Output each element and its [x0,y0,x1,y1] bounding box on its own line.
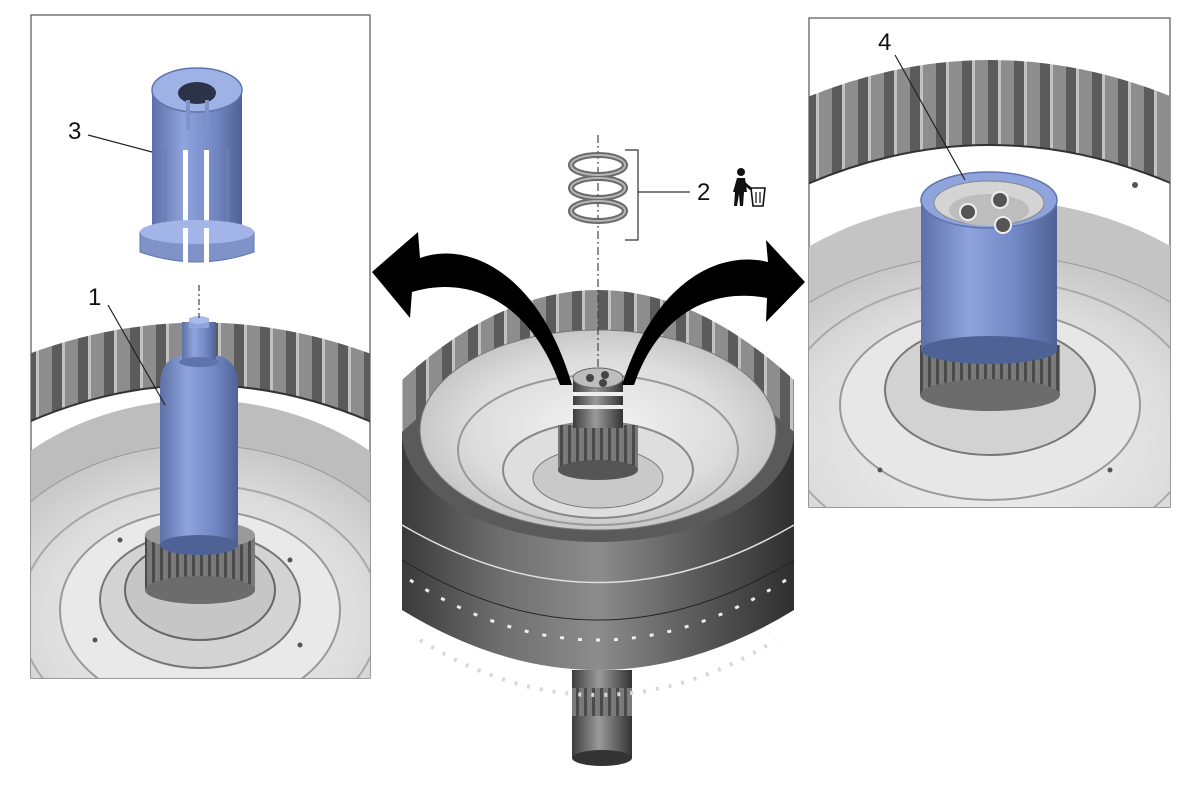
leader-line-1 [107,304,166,406]
arrow-to-right-panel [622,240,805,385]
center-clutch-drum [401,290,795,766]
arrow-to-left-panel [372,232,572,385]
leader-line-4 [894,54,966,181]
callout-4: 4 [878,29,891,56]
right-drum-view [809,60,1170,507]
trash-bin-person-icon [733,168,766,207]
seal-rings-part-2 [568,152,628,224]
left-detail-panel: 3 1 [30,14,371,679]
tool-part-1 [160,316,238,555]
tool-part-3 [139,67,255,268]
bracket-part-2 [625,149,639,241]
tool-part-4 [920,171,1058,364]
callout-2: 2 [697,179,710,206]
leader-line-3 [87,134,153,153]
callout-3: 3 [68,118,81,145]
right-detail-panel: 4 [808,17,1171,508]
callout-1: 1 [88,284,101,311]
